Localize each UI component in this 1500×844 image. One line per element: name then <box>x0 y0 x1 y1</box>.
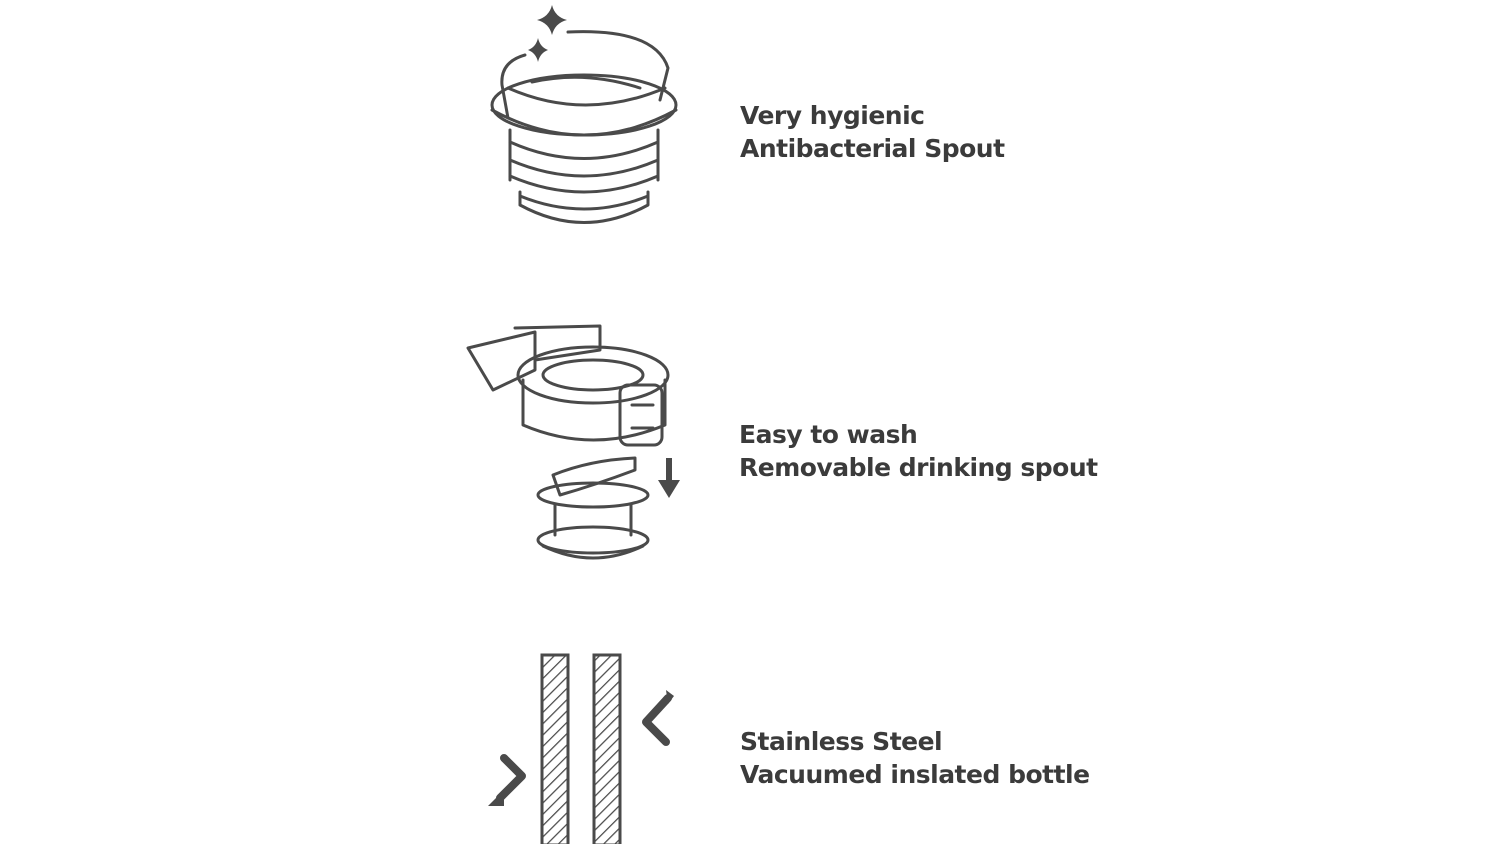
feature-stainless-steel: Stainless Steel Vacuumed inslated bottle <box>740 725 1090 791</box>
feature-subtitle: Removable drinking spout <box>739 453 1098 482</box>
feature-title: Stainless Steel <box>740 727 943 756</box>
removable-spout-icon <box>466 324 680 560</box>
spout-cap-sparkle-icon <box>490 5 678 224</box>
feature-subtitle: Antibacterial Spout <box>740 134 1005 163</box>
feature-title: Very hygienic <box>740 101 925 130</box>
feature-title: Easy to wash <box>739 420 918 449</box>
feature-easy-wash: Easy to wash Removable drinking spout <box>739 418 1098 484</box>
feature-subtitle: Vacuumed inslated bottle <box>740 760 1090 789</box>
insulated-wall-icon <box>488 653 674 844</box>
feature-hygienic: Very hygienic Antibacterial Spout <box>740 99 1005 165</box>
